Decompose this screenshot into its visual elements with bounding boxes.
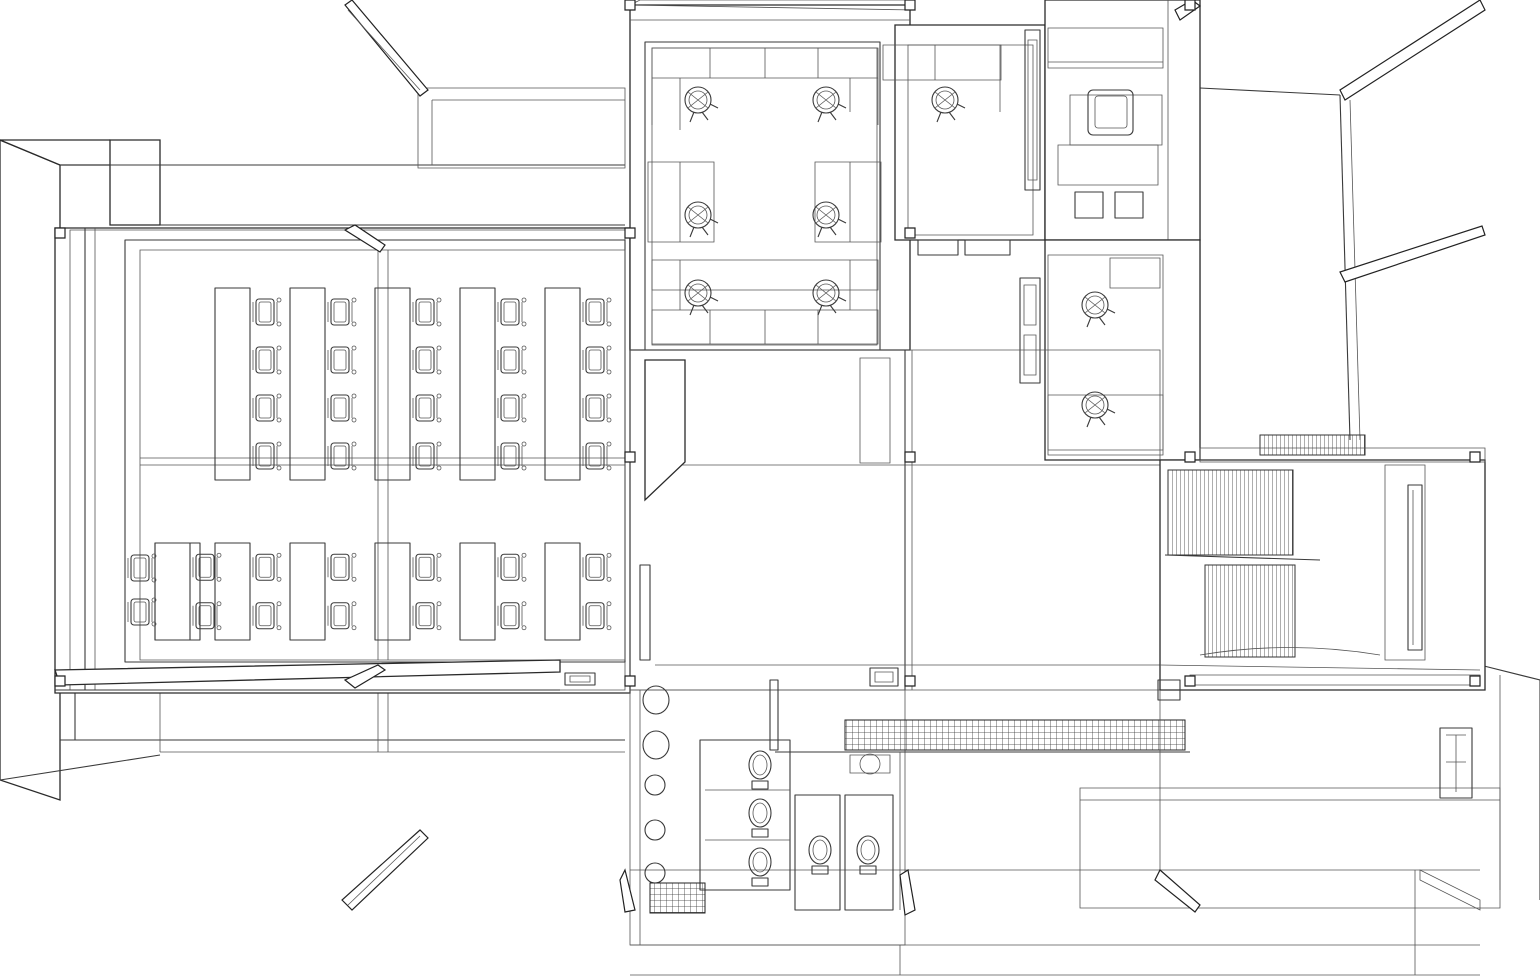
classroom-desk xyxy=(375,543,410,640)
office-open-plan xyxy=(630,0,915,350)
classroom-desk-grid xyxy=(127,288,612,640)
restrooms xyxy=(630,680,905,945)
office-private-upper xyxy=(1045,0,1200,240)
terrace xyxy=(620,680,1480,915)
teacher-desk xyxy=(155,543,200,640)
toilet-icon xyxy=(748,750,772,790)
toilet-icon xyxy=(748,847,772,887)
structural-beams xyxy=(342,0,1485,910)
classroom-desk xyxy=(460,288,495,480)
classroom-desk xyxy=(215,288,250,480)
classroom-desk xyxy=(545,288,580,480)
office-manager xyxy=(883,25,1045,255)
classroom-desk xyxy=(215,543,250,640)
classroom-desk xyxy=(460,543,495,640)
classroom xyxy=(55,225,630,693)
classroom-desk xyxy=(290,543,325,640)
column-markers xyxy=(55,0,1480,686)
toilet-icon xyxy=(748,798,772,838)
classroom-desk xyxy=(290,288,325,480)
site-outline xyxy=(0,88,1540,975)
toilet-icon xyxy=(856,835,880,875)
toilet-icon xyxy=(808,835,832,875)
stairwell xyxy=(1160,435,1485,690)
classroom-desk xyxy=(375,288,410,480)
classroom-desk xyxy=(545,543,580,640)
